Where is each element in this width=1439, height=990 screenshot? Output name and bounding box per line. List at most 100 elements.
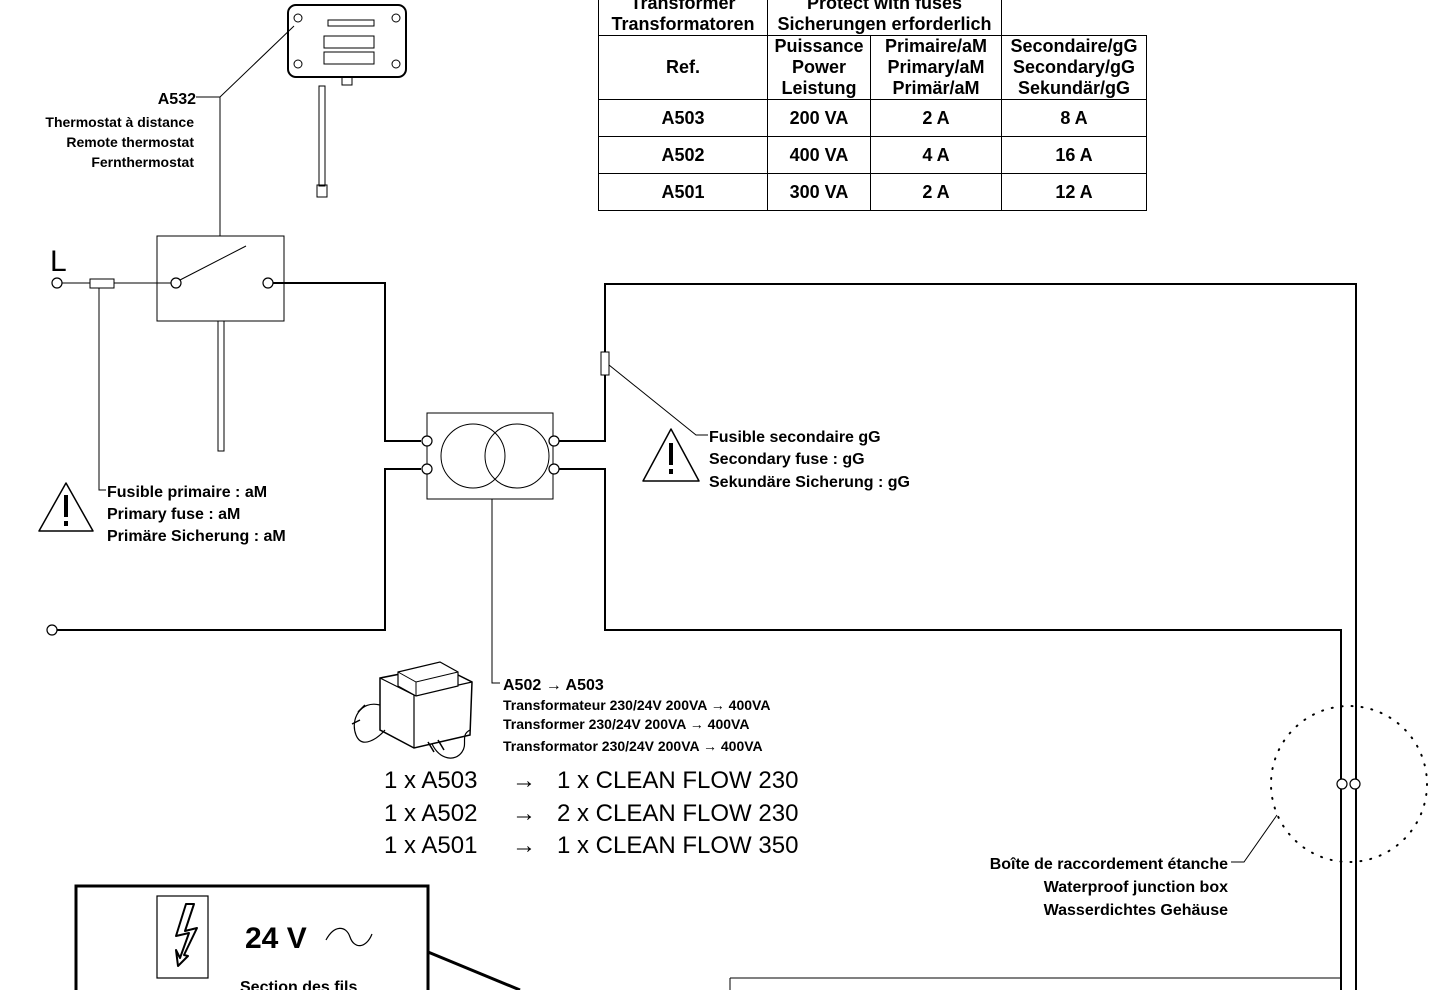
col-secondary-line: Secondaire/gG [1010,36,1138,56]
ac-wave-icon [325,927,373,947]
col-primary-line: Primary/aM [887,57,985,77]
table-row: A501 300 VA 2 A 12 A [598,173,1147,211]
row-power: 400 VA [767,136,871,174]
mapping-arrow: → [512,767,536,794]
wire-neutral [57,468,421,631]
row-secondary: 12 A [1001,173,1147,211]
col-secondary: Secondaire/gG Secondary/gG Sekundär/gG [1001,35,1147,100]
mapping-left: 1 x A502 [384,800,477,827]
header-transformer-line: Transformatoren [611,14,755,34]
wire-secondary [559,375,606,442]
thermostat-ref: A532 [158,91,196,108]
terminal-l [51,277,63,289]
junction-leader [1231,814,1278,863]
secondary-fuse-fr: Fusible secondaire gG [709,429,881,446]
primary-fuse-fr: Fusible primaire : aM [107,484,267,501]
thermostat-switch [156,235,285,452]
row-ref: A502 [598,136,768,174]
header-transformer: Transformer Transformatoren [598,0,768,36]
col-power-line: Puissance [774,36,864,56]
row-primary: 2 A [870,173,1002,211]
transformer-coil [440,423,506,489]
terminal [421,435,433,447]
mapping-left: 1 x A501 [384,832,477,859]
mapping-arrow: → [512,832,536,859]
col-power-line: Leistung [781,78,857,98]
screw [391,59,401,69]
thermostat-housing [287,4,407,78]
terminal [548,463,560,475]
col-ref: Ref. [598,35,768,100]
header-transformer-line: Transformer [630,0,736,13]
transformer-note-fr: Transformateur 230/24V 200VA → 400VA [503,697,770,713]
wire-secondary-return [559,468,1342,990]
switch-contact [179,245,247,281]
junction-label-fr: Boîte de raccordement étanche [990,856,1228,873]
primary-fuse-en: Primary fuse : aM [107,506,240,523]
junction-label-en: Waterproof junction box [1044,879,1228,896]
terminal-n [46,624,58,636]
warning-icon [642,428,700,482]
mapping-right: 1 x CLEAN FLOW 350 [557,832,798,859]
transformer-picture [351,661,473,759]
thermostat-label-en: Remote thermostat [66,134,194,150]
col-power-line: Power [791,57,847,77]
lightning-icon-frame [156,895,209,979]
col-primary: Primaire/aM Primary/aM Primär/aM [870,35,1002,100]
header-protect: Protect with fuses Sicherungen erforderl… [767,0,1002,36]
junction-label-de: Wasserdichtes Gehäuse [1044,902,1228,919]
sensor-probe [318,85,326,187]
screw [391,13,401,23]
terminal [548,435,560,447]
secondary-fuse-en: Secondary fuse : gG [709,451,865,468]
transformer-note-en: Transformer 230/24V 200VA → 400VA [503,716,749,732]
col-secondary-line: Sekundär/gG [1017,78,1131,98]
mapping-left: 1 x A503 [384,767,477,794]
row-power: 200 VA [767,99,871,137]
transformer-symbol [421,412,560,500]
thermostat-label [327,19,375,27]
mapping-right: 2 x CLEAN FLOW 230 [557,800,798,827]
wire-primary [273,282,421,442]
table-row: A503 200 VA 2 A 8 A [598,99,1147,137]
transformer-note-de: Transformator 230/24V 200VA → 400VA [503,738,763,754]
mapping-right: 1 x CLEAN FLOW 230 [557,767,798,794]
voltage-value: 24 V [245,922,307,955]
transformer-leader [491,499,500,684]
terminal [262,277,274,289]
thermostat-leader [196,25,295,98]
voltage-box: 24 V Section des fils [74,884,430,990]
remote-thermostat [287,4,407,198]
screw [293,13,303,23]
col-power: Puissance Power Leistung [767,35,871,100]
primary-fuse-leader [98,288,106,491]
fuse-table: Transformer Transformatoren Protect with… [598,0,1147,211]
col-primary-line: Primaire/aM [884,36,988,56]
sensor-tip [316,184,328,198]
warning-icon [38,482,94,532]
header-protect-line: Sicherungen erforderlich [777,14,992,34]
col-primary-line: Primär/aM [892,78,980,98]
row-secondary: 16 A [1001,136,1147,174]
secondary-fuse [600,351,610,376]
secondary-fuse-de: Sekundäre Sicherung : gG [709,474,910,491]
wire-secondary [604,283,1357,990]
row-primary: 4 A [870,136,1002,174]
terminal [421,463,433,475]
transformer-box [426,412,554,500]
lightning-icon [175,903,198,967]
mapping-arrow: → [512,800,536,827]
terminal [1349,778,1361,790]
sensor-stem [217,320,225,452]
primary-fuse-de: Primäre Sicherung : aM [107,528,286,545]
table-row: A502 400 VA 4 A 16 A [598,136,1147,174]
terminal [170,277,182,289]
header-protect-line: Protect with fuses [806,0,963,13]
cable-gland [341,76,353,86]
line-label: L [50,245,67,278]
thermostat-label-de: Fernthermostat [91,154,194,170]
thermostat-display [323,51,375,65]
col-secondary-line: Secondary/gG [1012,57,1136,77]
row-ref: A501 [598,173,768,211]
